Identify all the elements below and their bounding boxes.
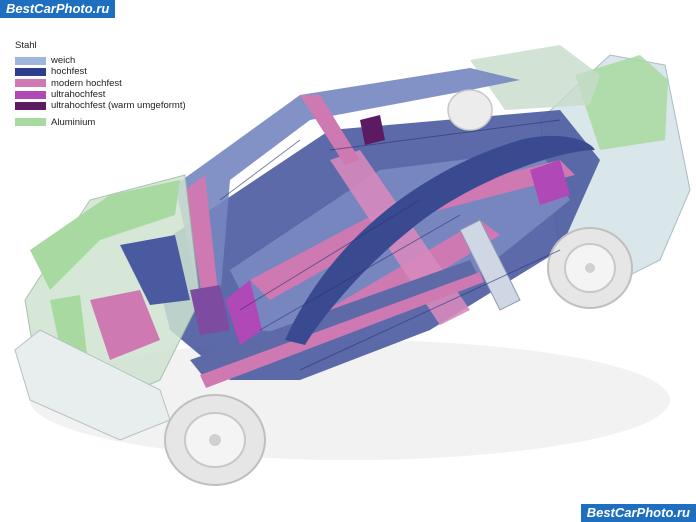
legend-swatch [15,118,46,127]
ultra-high-strength-warm-part [360,115,385,145]
legend-label: ultrahochfest (warm umgeformt) [51,100,186,112]
legend-swatch [15,56,46,65]
structure-detail-lines [219,119,561,371]
front-wheelhouse-part [190,285,230,335]
legend-label: Aluminium [51,116,96,128]
rear-wheel-far [447,89,493,131]
legend-item-modern-hochfest: modern hochfest [15,78,186,89]
ultra-high-strength-part-2 [530,160,570,205]
front-longitudinal-member [90,290,160,360]
ultra-high-strength-part-1 [225,280,262,345]
legend-item-hochfest: hochfest [15,66,186,77]
roof-rear-panel [470,45,600,110]
legend-swatch [15,79,46,88]
b-pillar-upper [300,95,360,165]
legend-label: weich [51,55,76,67]
legend-label: hochfest [51,66,87,78]
legend-item-aluminium: Aluminium [15,116,186,128]
legend-swatch [15,90,46,99]
sill-reinforcement [200,272,484,388]
watermark-bottom: BestCarPhoto.ru [580,504,696,522]
legend-title: Stahl [15,40,37,51]
legend-swatch [15,101,46,110]
legend-swatch [15,67,46,76]
material-legend: Stahl weich hochfest modern hochfest ult… [15,40,186,128]
front-strut-tower [120,235,190,305]
legend-label: modern hochfest [51,77,122,89]
roof-frame [175,68,520,300]
watermark-top: BestCarPhoto.ru [0,0,116,18]
roof-bow [285,135,595,345]
legend-label: ultrahochfest [51,89,106,101]
legend-item-ultrahochfest: ultrahochfest [15,89,186,100]
a-pillar [185,175,220,315]
legend-item-weich: weich [15,55,186,66]
legend-item-ultrahochfest-warm: ultrahochfest (warm umgeformt) [15,100,186,111]
front-aluminium-hood-area [30,180,180,290]
rear-wheel [547,227,633,309]
front-wheel [164,394,266,486]
